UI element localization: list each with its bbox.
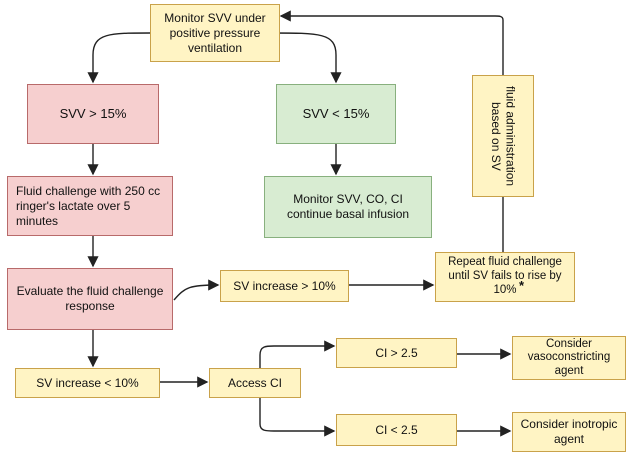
arrow-monitor-to-svv-gt: [87, 32, 151, 84]
monitor-svv-node: Monitor SVV under positive pressure vent…: [150, 4, 280, 62]
arrow-access-ci-to-ci-gt: [259, 340, 336, 368]
access-ci-node: Access CI: [209, 368, 301, 398]
sv-increase-less-node: SV increase < 10%: [15, 368, 160, 398]
sv-increase-greater-node: SV increase > 10%: [220, 270, 349, 302]
ci-greater-node: CI > 2.5: [336, 338, 457, 368]
evaluate-node: Evaluate the fluid challenge response: [7, 268, 173, 330]
fluid-challenge-node: Fluid challenge with 250 cc ringer's lac…: [7, 176, 173, 236]
inotropic-node: Consider inotropic agent: [512, 412, 626, 452]
fluid-administration-node: fluid administration based on SV: [472, 75, 534, 197]
ci-less-node: CI < 2.5: [336, 414, 457, 446]
arrow-access-ci-to-ci-lt: [259, 396, 336, 437]
arrow-evaluate-to-sv-gt: [173, 279, 220, 301]
vasoconstricting-node: Consider vasoconstricting agent: [512, 336, 626, 380]
fluid-administration-label: fluid administration based on SV: [489, 85, 518, 187]
repeat-asterisk: *: [518, 278, 524, 294]
svv-greater-node: SVV > 15%: [27, 84, 159, 144]
monitor-co-node: Monitor SVV, CO, CI continue basal infus…: [264, 176, 432, 238]
arrow-fluid-admin-to-monitor: [279, 10, 504, 75]
svv-less-node: SVV < 15%: [276, 84, 396, 144]
repeat-label: Repeat fluid challenge until SV fails to…: [448, 256, 562, 296]
arrow-monitor-to-svv-lt: [269, 32, 342, 84]
repeat-node: Repeat fluid challenge until SV fails to…: [435, 252, 575, 302]
